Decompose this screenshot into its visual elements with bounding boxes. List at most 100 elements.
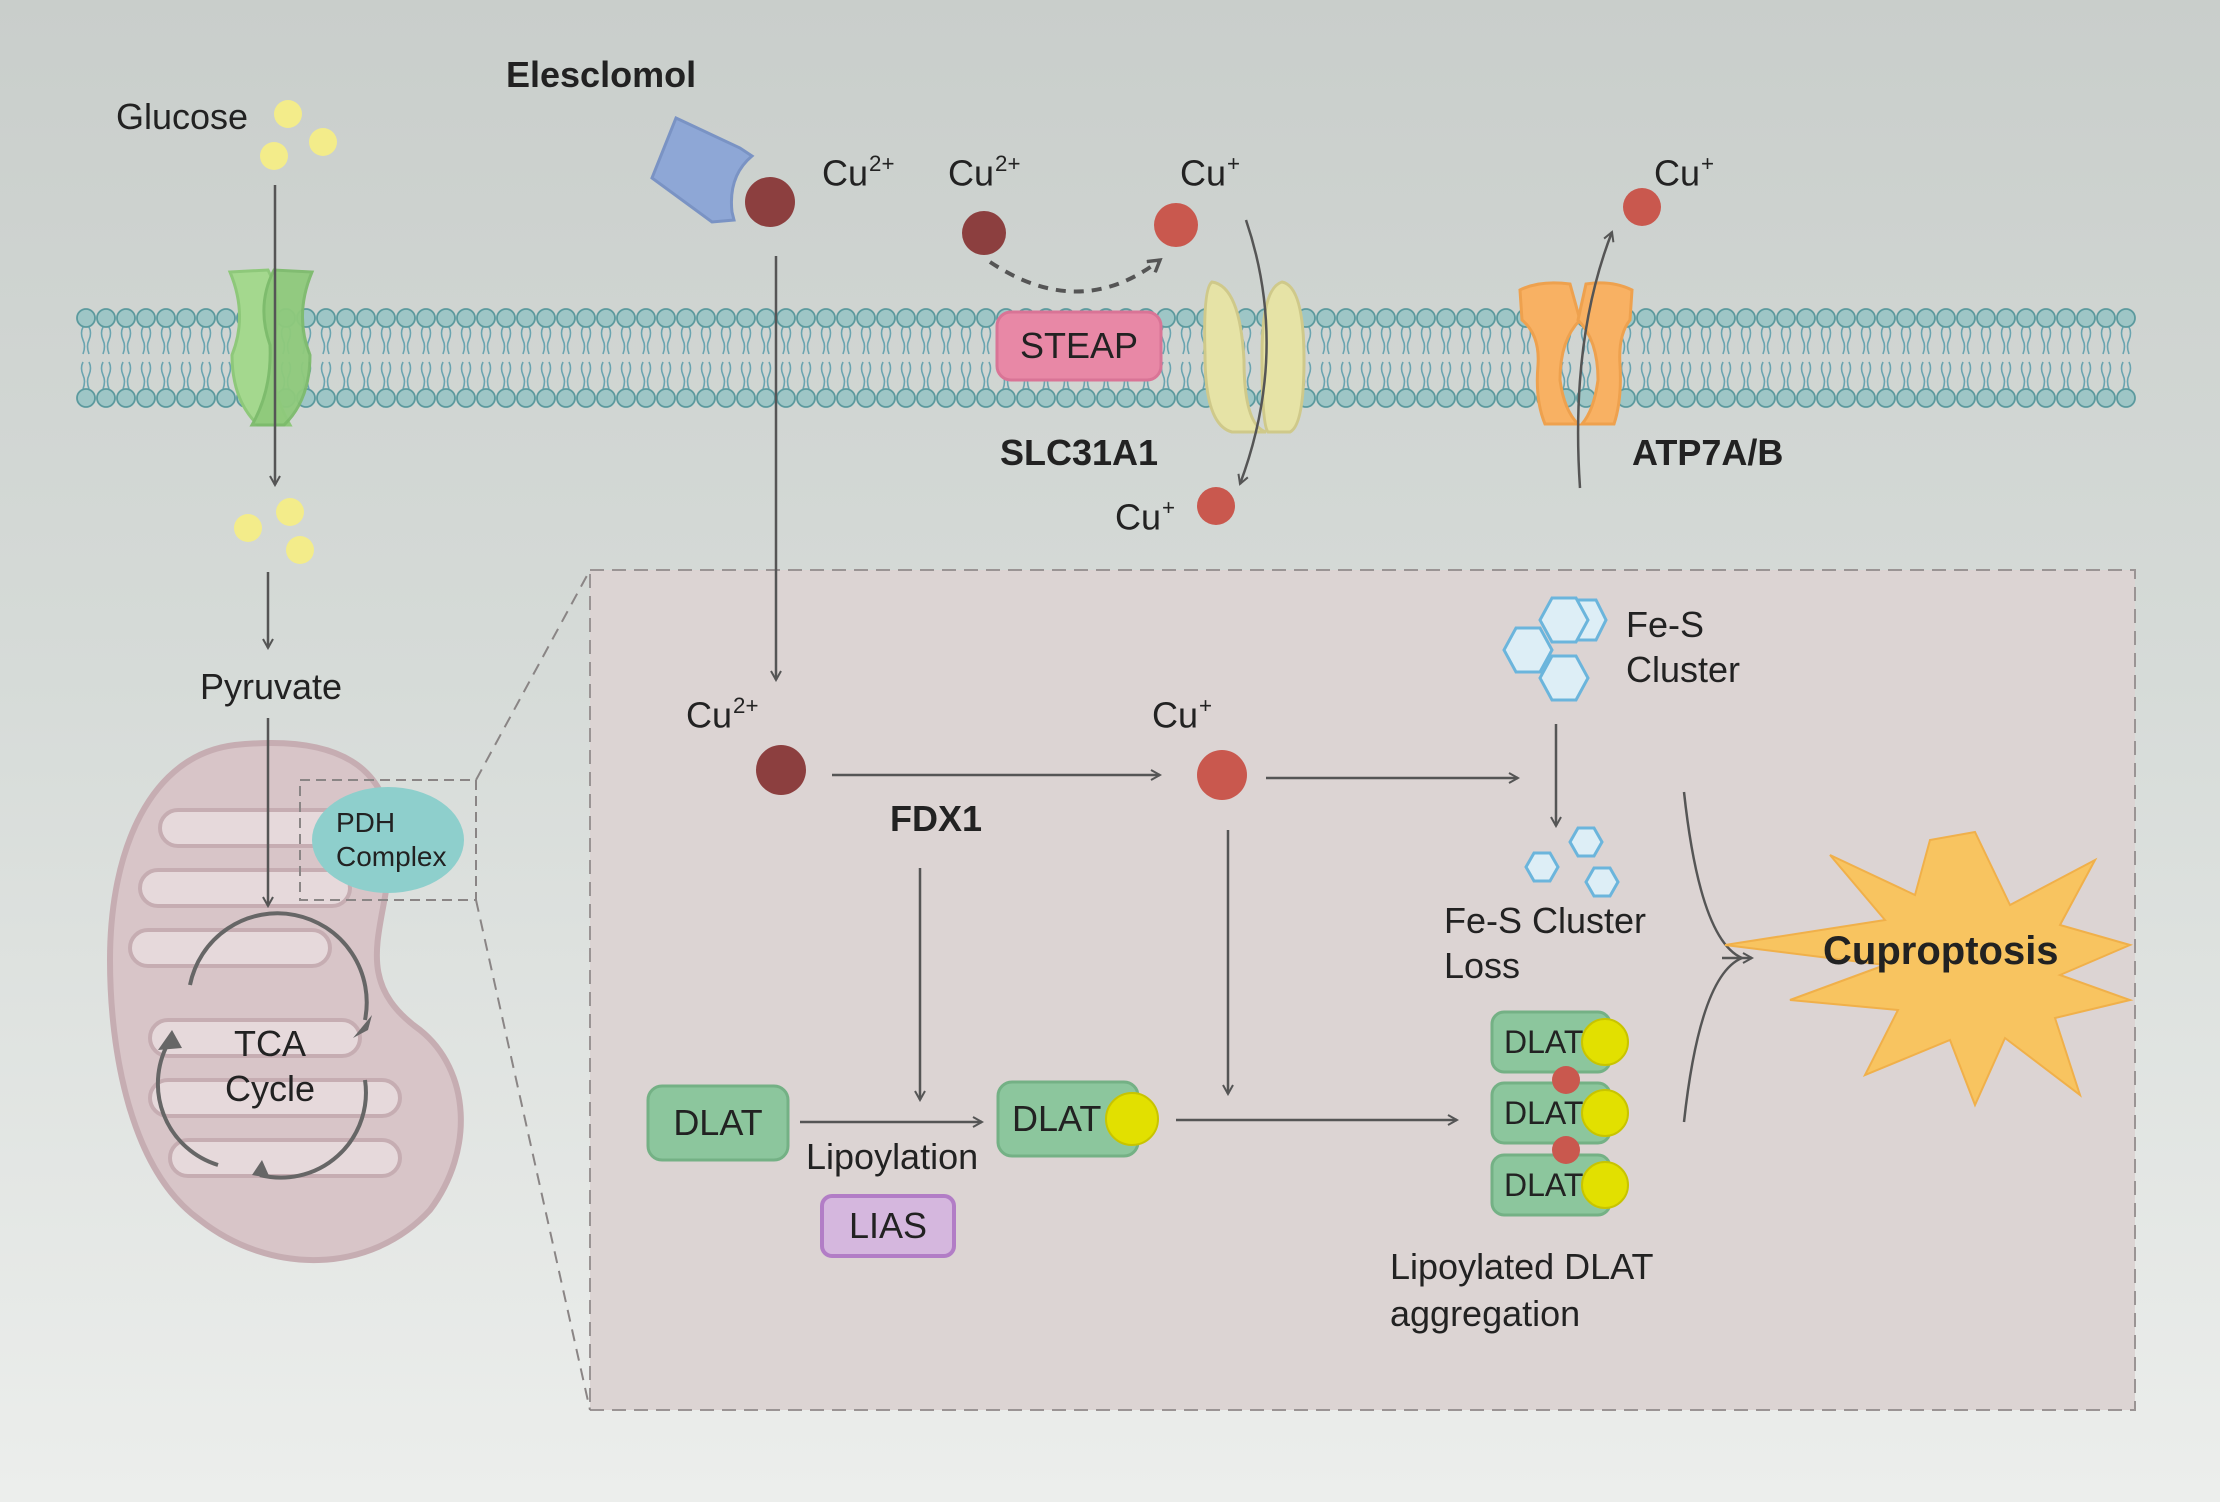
lipid-head xyxy=(1176,388,1196,408)
lipid-head xyxy=(1736,308,1756,328)
elesclomol-shape xyxy=(650,115,755,224)
lipid-head xyxy=(816,308,836,328)
lipid-head xyxy=(916,308,936,328)
lipid-head xyxy=(636,388,656,408)
lipid-head xyxy=(1676,388,1696,408)
glucose-label: Glucose xyxy=(116,96,249,137)
lipid-tail xyxy=(1460,361,1472,390)
lipid-tail xyxy=(160,361,172,390)
lipid-tail xyxy=(440,326,452,355)
lipid-head xyxy=(796,308,816,328)
lipid-tail xyxy=(1840,326,1852,355)
lipid-tail xyxy=(360,326,372,355)
lipid-tail xyxy=(1420,326,1432,355)
lipid-head xyxy=(1696,388,1716,408)
lipid-head xyxy=(1856,388,1876,408)
lipid-tail xyxy=(1320,361,1332,390)
lipid-head xyxy=(476,388,496,408)
fes-loss-label: Fe-S Cluster Loss xyxy=(1444,900,1647,986)
lipid-tail xyxy=(1960,326,1972,355)
lipid-tail xyxy=(900,361,912,390)
lipid-tail xyxy=(660,361,672,390)
lipid-head xyxy=(136,388,156,408)
lipid-tail xyxy=(1400,326,1412,355)
lipid-head xyxy=(1896,308,1916,328)
lipid-head xyxy=(1736,388,1756,408)
lipid-head xyxy=(156,388,176,408)
lipid-tail xyxy=(520,326,532,355)
lipid-head xyxy=(1496,308,1516,328)
lipid-head xyxy=(876,388,896,408)
aggregation-label: Lipoylated DLAT aggregation xyxy=(1390,1246,1654,1334)
atp7ab-channel xyxy=(1518,281,1634,426)
lipid-head xyxy=(176,388,196,408)
lipid-tail xyxy=(2020,361,2032,390)
lipid-tail xyxy=(1360,361,1372,390)
pdh-label: PDH Complex xyxy=(336,807,447,872)
elesclomol-label: Elesclomol xyxy=(506,54,697,95)
lipid-tail xyxy=(2040,326,2052,355)
lipid-head xyxy=(1456,388,1476,408)
lipid-tail xyxy=(840,326,852,355)
lipid-tail xyxy=(1720,361,1732,390)
dlat-agg-label-1: DLAT xyxy=(1504,1023,1584,1060)
lipid-head xyxy=(1436,388,1456,408)
lipid-head xyxy=(1496,388,1516,408)
lipid-head xyxy=(416,388,436,408)
lipid-tail xyxy=(140,326,152,355)
lipid-tail xyxy=(1440,361,1452,390)
lipid-tail xyxy=(900,326,912,355)
cu1-label-inside: Cu+ xyxy=(1115,495,1176,538)
lipid-tail xyxy=(1880,326,1892,355)
lipid-tail xyxy=(880,361,892,390)
lipid-tail xyxy=(1620,361,1632,390)
fes-cluster-loss xyxy=(1524,826,1620,898)
lipid-tail xyxy=(1160,326,1172,355)
lipid-head xyxy=(1476,388,1496,408)
lipid-head xyxy=(1376,308,1396,328)
pyruvate-label: Pyruvate xyxy=(200,666,343,707)
lipid-tail xyxy=(1340,361,1352,390)
lipid-head xyxy=(776,388,796,408)
lipid-tail xyxy=(1780,361,1792,390)
lipid-tail xyxy=(520,361,532,390)
lipid-head xyxy=(1336,308,1356,328)
lipid-head xyxy=(676,388,696,408)
lipid-tail xyxy=(460,326,472,355)
lipid-head xyxy=(716,308,736,328)
lipid-head xyxy=(416,308,436,328)
dlat-agg-label-2: DLAT xyxy=(1504,1094,1584,1131)
lipid-head xyxy=(536,388,556,408)
lipid-head xyxy=(1416,388,1436,408)
lipid-head xyxy=(1976,308,1996,328)
lipid-tail xyxy=(640,361,652,390)
lipid-head xyxy=(176,308,196,328)
lipid-tail xyxy=(2100,361,2112,390)
lipid-tail xyxy=(400,361,412,390)
lipid-tail xyxy=(340,361,352,390)
lias-label: LIAS xyxy=(848,1205,928,1246)
lipid-head xyxy=(136,308,156,328)
lipid-head xyxy=(1036,388,1056,408)
lipid-tail xyxy=(460,361,472,390)
lipid-tail xyxy=(100,326,112,355)
lipid-head xyxy=(336,308,356,328)
lipid-tail xyxy=(620,361,632,390)
lipid-head xyxy=(1656,308,1676,328)
lipid-tail xyxy=(680,361,692,390)
lipid-head xyxy=(1756,388,1776,408)
lipid-head xyxy=(556,308,576,328)
lipid-head xyxy=(1776,388,1796,408)
lipid-tail xyxy=(1920,361,1932,390)
lipid-head xyxy=(616,388,636,408)
lipid-head xyxy=(1356,388,1376,408)
lipid-tail xyxy=(1500,326,1512,355)
lipid-tail xyxy=(380,326,392,355)
lipid-head xyxy=(1176,308,1196,328)
lipid-head xyxy=(756,388,776,408)
lipid-head xyxy=(676,308,696,328)
lipid-head xyxy=(496,308,516,328)
lipid-tail xyxy=(1180,326,1192,355)
lipid-tail xyxy=(1680,361,1692,390)
